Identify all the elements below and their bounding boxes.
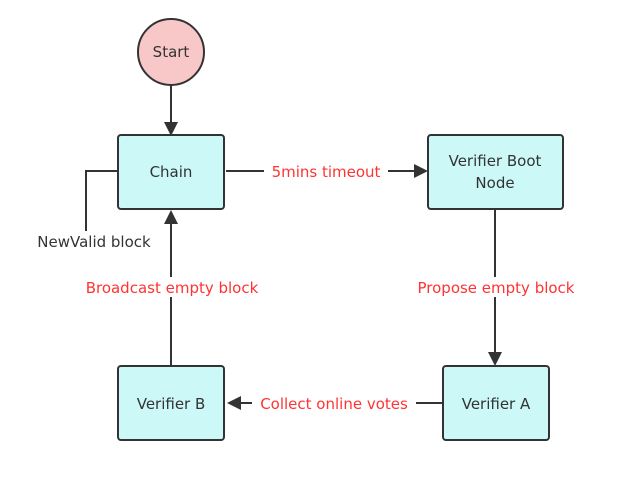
propose-label-bg [408,277,584,297]
broadcast-label-bg [76,277,268,297]
boot-label-line2: Node [475,174,514,192]
arrowhead-verifier-b-right [227,396,241,410]
propose-label: Propose empty block [418,279,575,297]
newvalid-label: NewValid block [37,233,151,251]
broadcast-label: Broadcast empty block [86,279,259,297]
verifier-a-label: Verifier A [462,395,531,413]
start-label: Start [153,43,190,61]
arrowhead-chain-top [164,122,178,136]
verifier-a-node [442,365,550,441]
timeout-label: 5mins timeout [272,163,381,181]
start-node [137,18,205,86]
arrowhead-verifier-a-top [488,352,502,366]
boot-node [427,134,564,210]
verifier-b-node [117,365,225,441]
arrowhead-chain-bottom [164,210,178,224]
collect-label-bg [252,393,416,413]
chain-node [117,134,225,210]
arrowhead-boot-left [414,164,428,178]
boot-label-line1: Verifier Boot [449,152,542,170]
chain-label: Chain [150,163,193,181]
verifier-b-label: Verifier B [137,395,206,413]
timeout-label-bg [264,161,388,181]
collect-label: Collect online votes [260,395,408,413]
newvalid-label-bg [30,231,158,251]
